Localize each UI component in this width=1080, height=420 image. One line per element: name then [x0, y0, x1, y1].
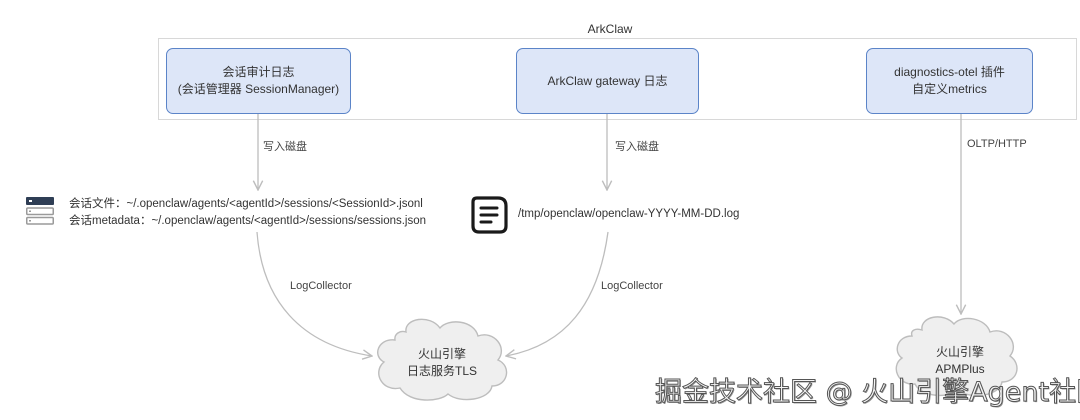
cloud-tls-line2: 日志服务TLS [406, 364, 477, 378]
gateway-log-file-path: /tmp/openclaw/openclaw-YYYY-MM-DD.log [518, 208, 740, 220]
otel-plugin-node: diagnostics-otel 插件 自定义metrics [866, 48, 1033, 114]
server-storage-icon [26, 197, 54, 225]
edge-label-otlp: OLTP/HTTP [967, 138, 1027, 150]
node-sublabel: 自定义metrics [912, 82, 987, 96]
edge-label-write-disk-2: 写入磁盘 [615, 141, 659, 153]
group-title: ArkClaw [587, 22, 633, 36]
cloud-tls-line1: 火山引擎 [417, 347, 466, 361]
edge-gateway-file-to-tls [506, 231, 609, 356]
cloud-tls-label: 火山引擎 日志服务TLS [392, 346, 492, 380]
cloud-apm-line1: 火山引擎 [935, 345, 984, 359]
watermark: 掘金技术社区 @ 火山引擎Agent社区 [654, 377, 1080, 409]
edge-label-write-disk-1: 写入磁盘 [263, 141, 307, 153]
node-label: diagnostics-otel 插件 [894, 65, 1005, 79]
edge-label-logcollector-1: LogCollector [290, 280, 352, 292]
node-label: 会话审计日志 [222, 65, 295, 79]
session-audit-log-node: 会话审计日志 (会话管理器 SessionManager) [166, 48, 351, 114]
edge-session-files-to-tls [256, 231, 372, 356]
gateway-log-node: ArkClaw gateway 日志 [516, 48, 699, 114]
cloud-apm-label: 火山引擎 APMPlus [910, 344, 1010, 378]
node-label: ArkClaw gateway 日志 [547, 73, 668, 88]
node-sublabel: (会话管理器 SessionManager) [177, 82, 340, 96]
cloud-apm-line2: APMPlus [935, 362, 985, 376]
session-metadata-path: 会话metadata：~/.openclaw/agents/<agentId>/… [69, 215, 427, 227]
document-lines-icon [471, 196, 508, 234]
edge-label-logcollector-2: LogCollector [601, 280, 663, 292]
session-file-path: 会话文件：~/.openclaw/agents/<agentId>/sessio… [69, 198, 423, 210]
